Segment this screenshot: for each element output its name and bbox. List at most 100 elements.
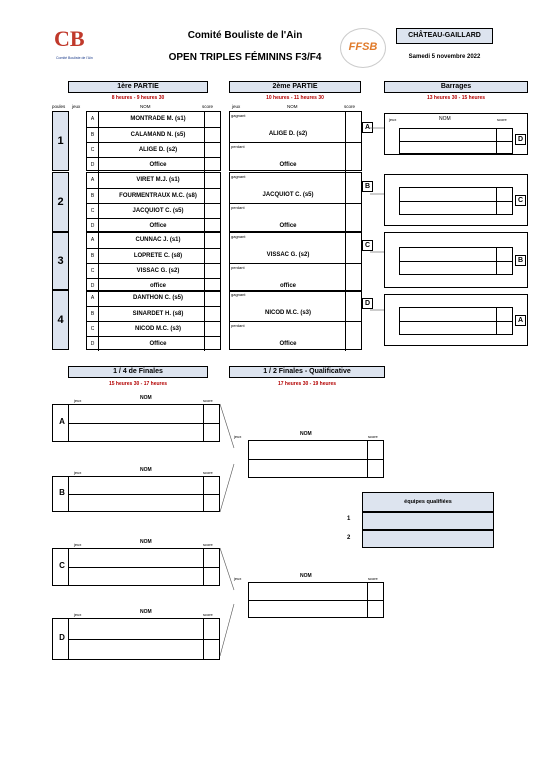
semi-match[interactable] — [248, 440, 384, 478]
quarter-match[interactable] — [68, 548, 220, 586]
team-name: CUNNAC J. (s1) — [135, 237, 181, 243]
score-cell[interactable] — [345, 204, 361, 233]
score-label: score — [368, 576, 378, 581]
score-cell[interactable] — [345, 112, 361, 142]
poule-4-number: 4 — [52, 290, 69, 350]
score-cell[interactable] — [204, 143, 220, 157]
barrages-header: Barrages — [384, 81, 528, 93]
team-name: LOPRETE C. (s8) — [133, 253, 183, 259]
team-pos: A — [87, 291, 99, 306]
poule-1-winner-letter: A — [362, 122, 373, 133]
jeux-label: jeux — [234, 576, 242, 581]
nom-label: NOM — [300, 431, 312, 437]
team-name: Office — [279, 341, 297, 347]
semi-match[interactable] — [248, 582, 384, 618]
col-label-nom-2: NOM — [287, 104, 298, 109]
jeux-label: jeux — [74, 542, 82, 547]
score-label: score — [497, 117, 507, 122]
score-cell[interactable] — [204, 233, 220, 248]
round2-winner-row: gagnant ALIGE D. (s2) — [230, 112, 361, 142]
score-cell[interactable] — [204, 291, 220, 306]
team-pos: C — [87, 322, 99, 336]
connector-qb-s1 — [219, 463, 235, 513]
score-cell[interactable] — [204, 279, 220, 293]
score-cell[interactable] — [345, 143, 361, 172]
score-cell[interactable] — [345, 322, 361, 351]
score-cell[interactable] — [204, 322, 220, 336]
quarter-match[interactable] — [68, 618, 220, 660]
round2-loser-row: perdant Office — [230, 321, 361, 351]
barrage-match[interactable] — [399, 187, 513, 215]
poule-2-round2: gagnant JACQUIOT C. (s5) perdant Office — [229, 172, 362, 233]
barrage-4: A — [384, 294, 528, 346]
qualified-slot-2[interactable] — [362, 530, 494, 548]
score-label: score — [203, 470, 213, 475]
score-cell[interactable] — [204, 128, 220, 142]
team-name: Office — [279, 162, 297, 168]
score-cell[interactable] — [204, 189, 220, 203]
poule-4-winner-letter: D — [362, 298, 373, 309]
event-title: OPEN TRIPLES FÉMININS F3/F4 — [168, 52, 322, 63]
quarter-match[interactable] — [68, 476, 220, 512]
team-pos: C — [87, 143, 99, 157]
score-cell[interactable] — [204, 307, 220, 321]
score-cell[interactable] — [204, 337, 220, 351]
score-cell[interactable] — [204, 219, 220, 233]
nom-label: NOM — [439, 116, 451, 122]
team-name: office — [149, 283, 166, 289]
team-name: Office — [149, 162, 167, 168]
qualified-header: équipes qualifiées — [362, 492, 494, 512]
score-cell[interactable] — [204, 204, 220, 218]
jeux-label: jeux — [234, 434, 242, 439]
barrage-match[interactable] — [399, 307, 513, 335]
poule-3-winner-letter: C — [362, 240, 373, 251]
gagnant-label: gagnant — [231, 113, 246, 118]
poule-3-round2: gagnant VISSAC G. (s2) perdant office — [229, 232, 362, 293]
score-cell[interactable] — [204, 173, 220, 188]
barrage-2-letter: C — [515, 195, 526, 206]
quarter-match[interactable] — [68, 404, 220, 442]
nom-label: NOM — [300, 573, 312, 579]
score-cell[interactable] — [204, 249, 220, 263]
score-cell[interactable] — [204, 112, 220, 127]
barrage-match[interactable] — [399, 247, 513, 275]
col-label-poules: poules — [52, 104, 66, 109]
jeux-label: jeux — [74, 398, 82, 403]
barrage-match[interactable] — [399, 128, 513, 154]
perdant-label: perdant — [231, 205, 245, 210]
nom-label: NOM — [140, 539, 152, 545]
barrage-3-letter: B — [515, 255, 526, 266]
score-cell[interactable] — [204, 158, 220, 172]
qualified-slot-1[interactable] — [362, 512, 494, 530]
barrage-4-letter: A — [515, 315, 526, 326]
jeux-label: jeux — [389, 117, 397, 122]
col-label-jeux: jeux — [72, 104, 81, 109]
quarts-time: 15 heures 30 - 17 heures — [108, 381, 168, 387]
partie2-time: 10 heures - 11 heures 30 — [266, 95, 324, 101]
nom-label: NOM — [140, 395, 152, 401]
team-pos: B — [87, 189, 99, 203]
score-cell[interactable] — [345, 264, 361, 293]
team-name: NICOD M.C. (s3) — [264, 310, 311, 316]
score-cell[interactable] — [345, 173, 361, 203]
team-pos: B — [87, 249, 99, 263]
round2-loser-row: perdant Office — [230, 142, 361, 172]
score-cell[interactable] — [345, 291, 361, 321]
perdant-label: perdant — [231, 323, 245, 328]
score-cell[interactable] — [345, 233, 361, 263]
round2-winner-row: gagnant JACQUIOT C. (s5) — [230, 173, 361, 203]
score-cell[interactable] — [204, 264, 220, 278]
qualified-label: équipes qualifiées — [404, 499, 452, 505]
barrage-1-letter: D — [515, 134, 526, 145]
